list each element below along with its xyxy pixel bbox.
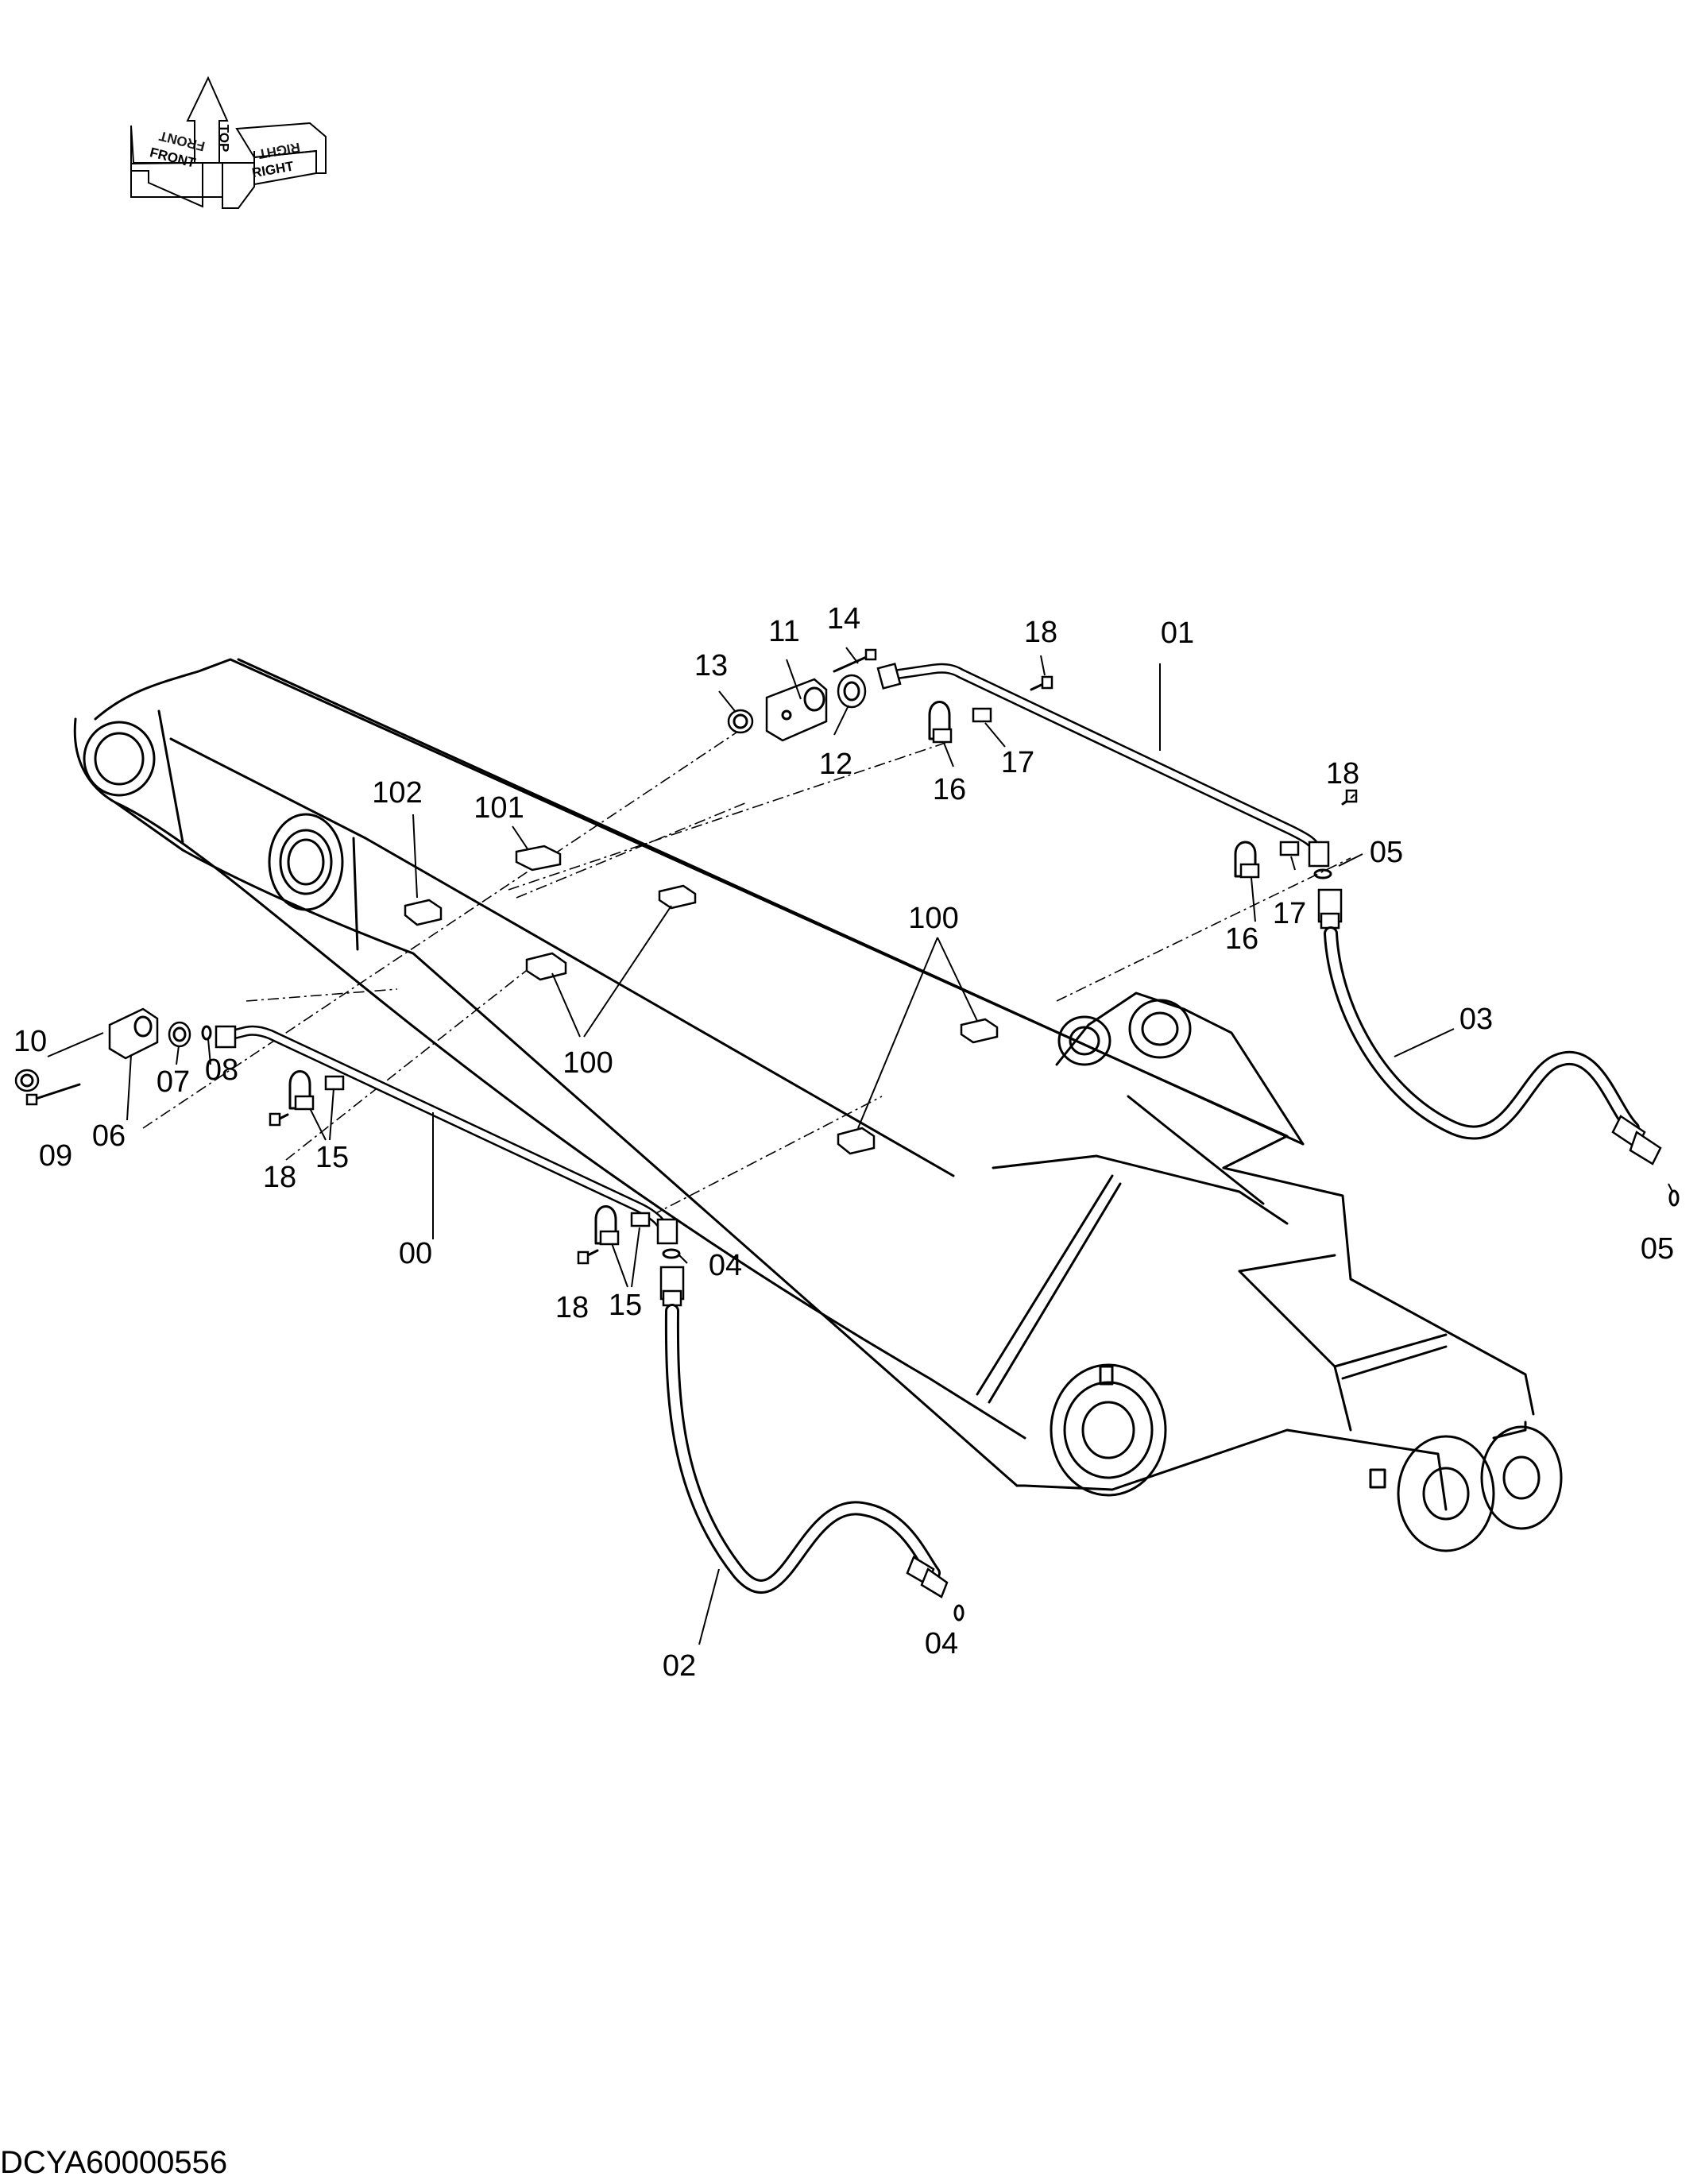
callout-18-top: 18 [1023, 616, 1058, 649]
arrow-label-top: TOP [216, 124, 232, 153]
callout-13: 13 [694, 649, 729, 682]
callout-14: 14 [826, 602, 861, 636]
callout-04-lower: 04 [924, 1627, 959, 1660]
callout-18-bottom: 18 [555, 1291, 590, 1324]
callout-04-upper: 04 [708, 1249, 743, 1282]
hose-03 [1317, 888, 1680, 1207]
callout-100-right: 100 [908, 902, 959, 935]
callout-16-right: 16 [1224, 922, 1259, 956]
callout-18-left: 18 [262, 1161, 297, 1194]
callout-07: 07 [156, 1065, 191, 1099]
callout-10: 10 [13, 1025, 48, 1058]
boom-body [73, 658, 1563, 1552]
hose-clips [404, 845, 999, 1155]
callout-05-upper: 05 [1369, 836, 1404, 869]
callout-01: 01 [1160, 617, 1195, 650]
callout-05-lower: 05 [1640, 1232, 1675, 1266]
callout-17-right: 17 [1272, 897, 1307, 930]
callout-09: 09 [38, 1139, 73, 1173]
callout-12: 12 [818, 748, 853, 781]
orientation-arrows-icon [130, 75, 327, 209]
hose-02 [659, 1266, 965, 1622]
callout-101: 101 [474, 791, 524, 825]
callout-03: 03 [1459, 1003, 1494, 1036]
callout-102: 102 [372, 776, 423, 810]
callout-100-left: 100 [562, 1046, 613, 1080]
callout-15-right: 15 [608, 1289, 643, 1322]
callout-17-left: 17 [1000, 746, 1035, 779]
upper-pipe-assembly [727, 648, 1358, 879]
callout-11: 11 [768, 615, 800, 648]
callout-00: 00 [398, 1237, 433, 1270]
callout-06: 06 [91, 1119, 126, 1153]
callout-15-left: 15 [315, 1141, 350, 1174]
callout-02: 02 [662, 1649, 697, 1683]
callout-leader-lines [47, 647, 1673, 1645]
callout-16-left: 16 [932, 773, 967, 806]
callout-08: 08 [204, 1053, 239, 1087]
assembly-centre-lines [142, 730, 1351, 1216]
callout-18-right: 18 [1325, 757, 1360, 790]
drawing-id: DCYA60000556 [0, 2145, 228, 2180]
lower-pipe-assembly [14, 1007, 681, 1265]
